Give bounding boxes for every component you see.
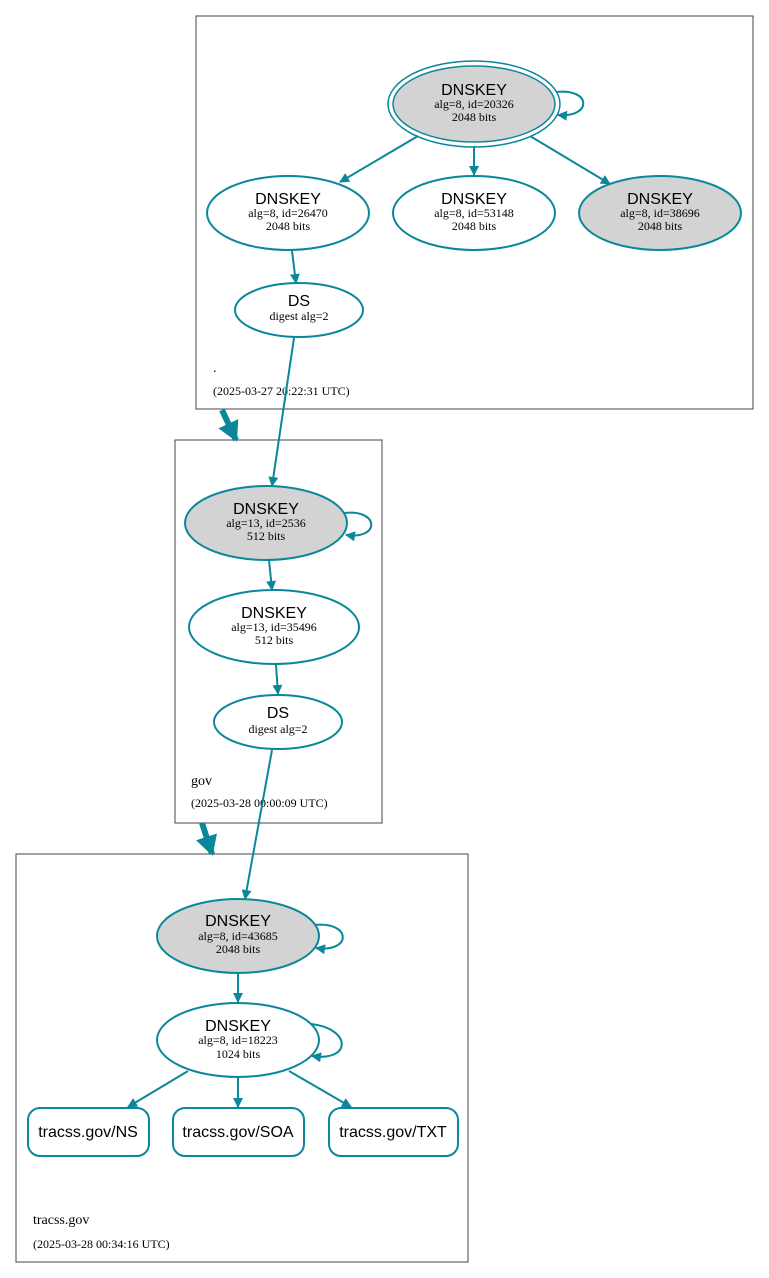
edge-tracss-ksk-self	[313, 923, 344, 955]
node-root-ds-shape	[234, 282, 364, 338]
rrset-ns[interactable]: tracss.gov/NS	[27, 1107, 150, 1157]
node-gov-ds-title: DS	[267, 705, 289, 722]
node-root-zsk1-shape	[206, 175, 370, 251]
node-gov-ksk-line2: 512 bits	[247, 529, 286, 543]
zone-tracss-name: tracss.gov	[33, 1213, 89, 1228]
edge-gov-ds-to-tracss-ksk	[241, 749, 273, 900]
rrset-txt[interactable]: tracss.gov/TXT	[328, 1107, 459, 1157]
node-root-ksk2-line2: 2048 bits	[638, 219, 683, 233]
node-tracss-ksk-line1: alg=8, id=43685	[198, 929, 278, 943]
node-root-ds-line1: digest alg=2	[269, 309, 328, 323]
node-root-zsk2-line1: alg=8, id=53148	[434, 206, 514, 220]
node-root-zsk1[interactable]: DNSKEY alg=8, id=26470 2048 bits	[206, 175, 370, 251]
node-tracss-zsk-title: DNSKEY	[205, 1018, 271, 1035]
node-tracss-zsk[interactable]: DNSKEY alg=8, id=18223 1024 bits	[156, 1002, 320, 1078]
node-root-ksk[interactable]: DNSKEY alg=8, id=20326 2048 bits	[387, 60, 561, 148]
node-gov-zsk-line2: 512 bits	[255, 633, 294, 647]
edge-root-zsk1-to-ds	[289, 250, 300, 284]
rrset-ns-label: tracss.gov/NS	[38, 1124, 138, 1141]
node-root-zsk2-title: DNSKEY	[441, 191, 507, 208]
node-gov-ksk-shape	[184, 485, 348, 561]
zone-root: . (2025-03-27 20:22:31 UTC)	[195, 15, 754, 410]
node-root-zsk1-title: DNSKEY	[255, 191, 321, 208]
edge-root-ksk-self	[555, 90, 585, 121]
node-root-ksk2-title: DNSKEY	[627, 191, 693, 208]
node-gov-zsk-title: DNSKEY	[241, 605, 307, 622]
node-gov-ds-line1: digest alg=2	[248, 722, 307, 736]
edge-root-ksk-to-ksk2	[529, 135, 611, 185]
rrset-ns-box	[27, 1107, 150, 1157]
node-root-ksk2-shape	[578, 175, 742, 251]
node-tracss-zsk-line2: 1024 bits	[216, 1047, 261, 1061]
delegation-gov-to-tracss	[196, 822, 217, 856]
node-tracss-zsk-shape	[156, 1002, 320, 1078]
node-gov-zsk[interactable]: DNSKEY alg=13, id=35496 512 bits	[188, 589, 360, 665]
edge-tracss-zsk-to-txt	[288, 1070, 352, 1108]
edge-root-ds-to-gov-ksk	[268, 337, 295, 487]
node-root-ksk-title: DNSKEY	[441, 82, 507, 99]
zone-root-box	[195, 15, 754, 410]
zone-root-timestamp: (2025-03-27 20:22:31 UTC)	[213, 384, 350, 398]
node-root-zsk1-line1: alg=8, id=26470	[248, 206, 328, 220]
node-root-zsk2-shape	[392, 175, 556, 251]
zone-root-name: .	[213, 361, 217, 376]
node-tracss-ksk-shape	[156, 898, 320, 974]
edges	[127, 90, 611, 1108]
rrset-soa-label: tracss.gov/SOA	[182, 1124, 293, 1141]
zone-gov-name: gov	[191, 774, 212, 789]
edge-gov-zsk-to-ds	[272, 664, 283, 695]
edge-gov-ksk-to-zsk	[266, 559, 277, 591]
node-gov-ksk-title: DNSKEY	[233, 501, 299, 518]
node-tracss-zsk-line1: alg=8, id=18223	[198, 1033, 278, 1047]
rrset-soa[interactable]: tracss.gov/SOA	[172, 1107, 305, 1157]
zone-tracss: tracss.gov (2025-03-28 00:34:16 UTC)	[15, 853, 469, 1263]
node-tracss-ksk-line2: 2048 bits	[216, 942, 261, 956]
node-gov-ksk-line1: alg=13, id=2536	[226, 516, 306, 530]
edge-tracss-zsk-self	[309, 1023, 343, 1063]
node-root-ksk2[interactable]: DNSKEY alg=8, id=38696 2048 bits	[578, 175, 742, 251]
node-tracss-ksk[interactable]: DNSKEY alg=8, id=43685 2048 bits	[156, 898, 320, 974]
edge-tracss-zsk-to-ns	[127, 1070, 189, 1108]
node-gov-zsk-line1: alg=13, id=35496	[231, 620, 317, 634]
edge-gov-ksk-self	[343, 511, 373, 542]
node-tracss-ksk-title: DNSKEY	[205, 913, 271, 930]
rrset-txt-label: tracss.gov/TXT	[339, 1124, 447, 1141]
delegation-arrows	[196, 408, 239, 856]
zone-gov-timestamp: (2025-03-28 00:00:09 UTC)	[191, 796, 328, 810]
node-gov-ds[interactable]: DS digest alg=2	[213, 694, 343, 750]
node-root-ksk-shape	[392, 65, 556, 143]
zone-tracss-box	[15, 853, 469, 1263]
edge-root-ksk-to-zsk1	[339, 135, 419, 183]
node-root-ksk-outer	[387, 60, 561, 148]
node-root-ksk-line1: alg=8, id=20326	[434, 97, 514, 111]
node-root-ds[interactable]: DS digest alg=2	[234, 282, 364, 338]
node-gov-ds-shape	[213, 694, 343, 750]
node-gov-zsk-shape	[188, 589, 360, 665]
rrset-soa-box	[172, 1107, 305, 1157]
node-root-ksk2-line1: alg=8, id=38696	[620, 206, 700, 220]
zone-tracss-timestamp: (2025-03-28 00:34:16 UTC)	[33, 1237, 170, 1251]
node-root-zsk2[interactable]: DNSKEY alg=8, id=53148 2048 bits	[392, 175, 556, 251]
node-root-ds-title: DS	[288, 293, 310, 310]
node-gov-ksk[interactable]: DNSKEY alg=13, id=2536 512 bits	[184, 485, 348, 561]
node-root-ksk-line2: 2048 bits	[452, 110, 497, 124]
node-root-zsk2-line2: 2048 bits	[452, 219, 497, 233]
delegation-root-to-gov	[218, 408, 239, 442]
node-root-zsk1-line2: 2048 bits	[266, 219, 311, 233]
rrset-txt-box	[328, 1107, 459, 1157]
